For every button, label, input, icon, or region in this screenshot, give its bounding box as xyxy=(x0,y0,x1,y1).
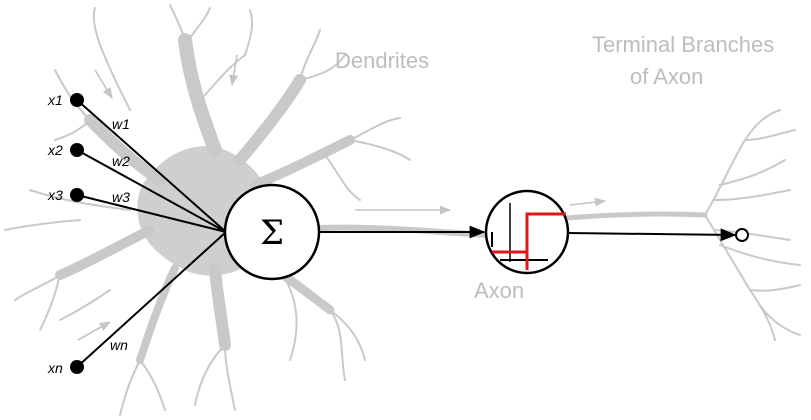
input-line-x1 xyxy=(76,99,227,233)
summing-node: Σ xyxy=(223,183,321,281)
dendrites-label: Dendrites xyxy=(335,48,429,73)
input-line-x3 xyxy=(76,194,227,233)
input-label-x1: x1 xyxy=(47,92,63,108)
terminal-branches-label-line2: of Axon xyxy=(630,64,703,89)
terminal-branches-label-line1: Terminal Branches xyxy=(592,32,774,57)
weight-label-w3: w3 xyxy=(112,189,130,205)
activation-node xyxy=(484,189,570,275)
weight-label-wn: wn xyxy=(110,337,128,353)
neuron-background xyxy=(4,4,801,416)
weight-label-w1: w1 xyxy=(112,116,130,132)
input-line-x2 xyxy=(76,149,227,233)
input-node-xn xyxy=(70,360,84,374)
step-function-curve xyxy=(492,212,566,254)
input-node-x3 xyxy=(70,188,84,202)
input-label-x2: x2 xyxy=(47,142,63,158)
input-node-x1 xyxy=(70,93,84,107)
input-label-xn: xn xyxy=(47,360,63,376)
input-label-x3: x3 xyxy=(47,187,63,203)
input-node-x2 xyxy=(70,143,84,157)
activation-to-output-arrow xyxy=(567,228,737,242)
input-line-xn xyxy=(76,231,227,368)
axon-label: Axon xyxy=(474,278,524,303)
sigma-symbol: Σ xyxy=(260,213,284,253)
perceptron-inputs: x1 x2 x3 xn w1 w2 w3 wn xyxy=(47,92,227,376)
summing-circle xyxy=(223,183,321,281)
weight-label-w2: w2 xyxy=(112,153,130,169)
output-node xyxy=(735,228,749,242)
